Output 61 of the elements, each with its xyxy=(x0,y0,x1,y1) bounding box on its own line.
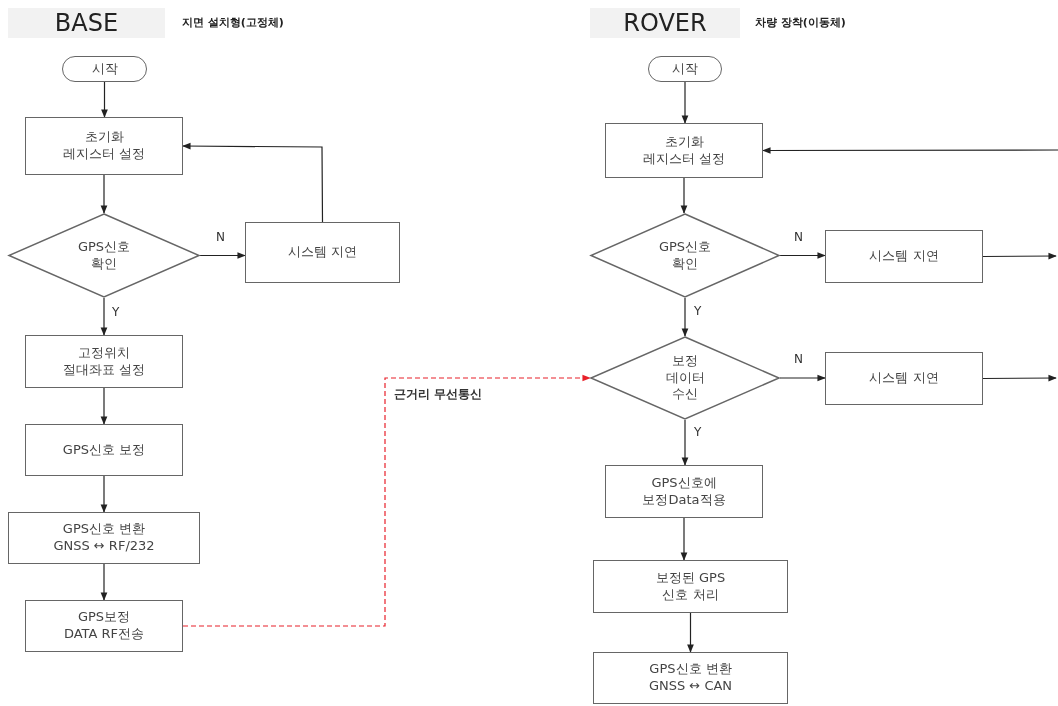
arrow xyxy=(779,374,826,382)
dashed-arrow xyxy=(182,374,591,627)
step-text: 초기화 레지스터 설정 xyxy=(641,133,727,168)
arrow xyxy=(100,174,108,214)
step-text: 초기화 레지스터 설정 xyxy=(61,129,147,163)
process-box xyxy=(593,652,788,704)
arrow xyxy=(779,252,826,259)
process-box xyxy=(25,424,183,476)
step-text: GPS신호 변환 GNSS ↔ CAN xyxy=(647,661,734,695)
arrow xyxy=(182,142,324,223)
process-box xyxy=(825,352,983,405)
step-text: GPS보정 DATA RF전송 xyxy=(62,609,146,643)
step-text: GPS신호 변환 GNSS ↔ RF/232 xyxy=(52,521,156,555)
step-text: GPS신호 확인 xyxy=(657,238,713,273)
section-subtitle: 차량 장착(이동체) xyxy=(755,15,846,30)
arrow xyxy=(199,252,246,259)
process-box xyxy=(25,117,183,175)
process-box xyxy=(25,600,183,652)
section-title: BASE xyxy=(8,8,165,38)
edge-label: N xyxy=(214,230,227,244)
edge-label: Y xyxy=(692,304,704,318)
arrow xyxy=(100,387,108,425)
process-box xyxy=(245,222,400,283)
arrow xyxy=(680,177,688,214)
arrow xyxy=(101,81,108,118)
step-text: 보정된 GPS 신호 처리 xyxy=(654,569,727,604)
section-subtitle: 지면 설치형(고정체) xyxy=(182,15,284,30)
arrow xyxy=(982,374,1057,382)
step-text: 시작 xyxy=(91,60,118,78)
arrow xyxy=(100,563,108,601)
arrow xyxy=(681,81,689,124)
step-text: 고정위치 절대좌표 설정 xyxy=(61,344,147,379)
process-box xyxy=(605,465,763,518)
step-text: 시스템 지연 xyxy=(869,370,939,387)
arrow xyxy=(681,419,689,466)
arrow xyxy=(681,297,689,337)
step-text: 시스템 지연 xyxy=(869,248,939,265)
start-terminal xyxy=(648,56,722,82)
step-text: GPS신호 보정 xyxy=(62,441,146,459)
step-text: 시스템 지연 xyxy=(287,244,358,261)
process-box xyxy=(605,123,763,178)
process-box xyxy=(825,230,983,283)
arrow xyxy=(762,147,1058,154)
step-text: 시작 xyxy=(672,60,698,78)
step-text: 보정 데이터 수신 xyxy=(664,352,706,404)
edge-label: N xyxy=(792,352,805,366)
process-box xyxy=(8,512,200,564)
process-box xyxy=(593,560,788,613)
step-text: GPS신호에 보정Data적용 xyxy=(641,474,727,509)
start-terminal xyxy=(62,56,147,82)
arrow xyxy=(680,517,688,561)
edge-label: Y xyxy=(110,305,122,319)
edge-label: N xyxy=(792,230,805,244)
arrow xyxy=(687,612,694,653)
step-text: GPS신호 확인 xyxy=(76,238,132,273)
arrow xyxy=(982,252,1057,260)
section-title: ROVER xyxy=(590,8,740,38)
process-box xyxy=(25,335,183,388)
edge-label: Y xyxy=(692,425,704,439)
arrow xyxy=(100,297,108,336)
arrow xyxy=(100,475,108,513)
